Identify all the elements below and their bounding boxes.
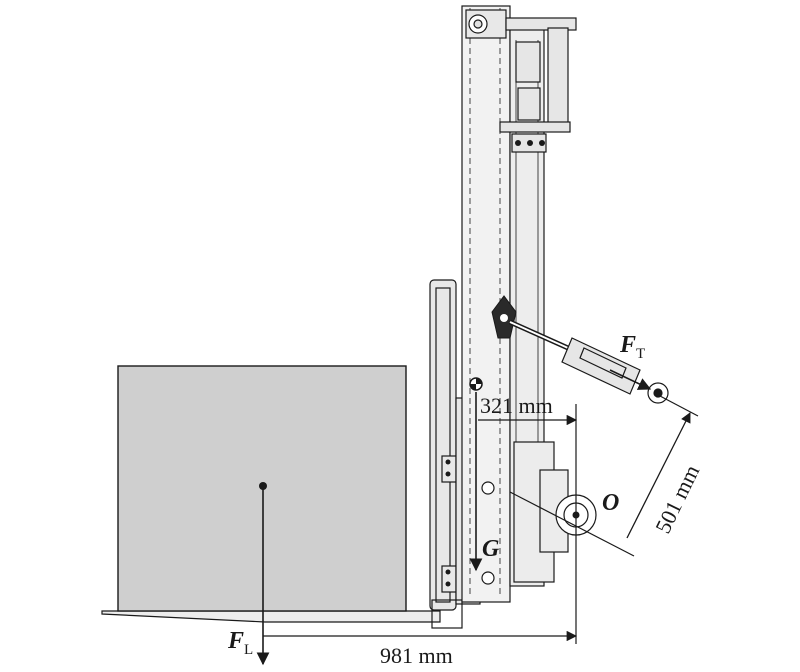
pivot-point <box>572 511 580 519</box>
dimension-501-extension <box>659 395 699 417</box>
tilt-cylinder <box>508 319 669 404</box>
load-force-symbol: F <box>227 628 244 654</box>
tilt-mount-pin <box>500 314 508 322</box>
gravity-label: G <box>482 536 500 562</box>
mount-bolt <box>515 140 521 146</box>
pivot-assembly <box>481 441 597 585</box>
dimension-981-label: 981 mm <box>380 643 453 668</box>
carriage-bolt <box>445 581 451 587</box>
tilt-force-label: FT <box>619 332 645 362</box>
moment-arm-line <box>509 491 635 557</box>
tilt-force-subscript: T <box>636 346 645 362</box>
fork-blade <box>101 610 441 623</box>
dimension-501-line <box>626 412 691 539</box>
carriage-bolt <box>445 471 451 477</box>
pivot-label: O <box>602 490 619 516</box>
tilt-force-arrow <box>609 369 652 390</box>
load-force-label: FL <box>227 628 253 658</box>
lift-cylinder-head <box>499 17 577 153</box>
load-force-subscript: L <box>244 642 253 658</box>
dimension-501-label: 501 mm <box>650 461 704 537</box>
gravity-center-fill <box>470 378 482 390</box>
carriage-bolt <box>445 569 451 575</box>
tilt-force-symbol: F <box>619 332 636 358</box>
carriage-bolt <box>445 459 451 465</box>
dimension-321-label: 321 mm <box>480 393 553 418</box>
load-center-dot <box>259 482 267 490</box>
mount-bolt <box>539 140 545 146</box>
mount-bolt <box>527 140 533 146</box>
